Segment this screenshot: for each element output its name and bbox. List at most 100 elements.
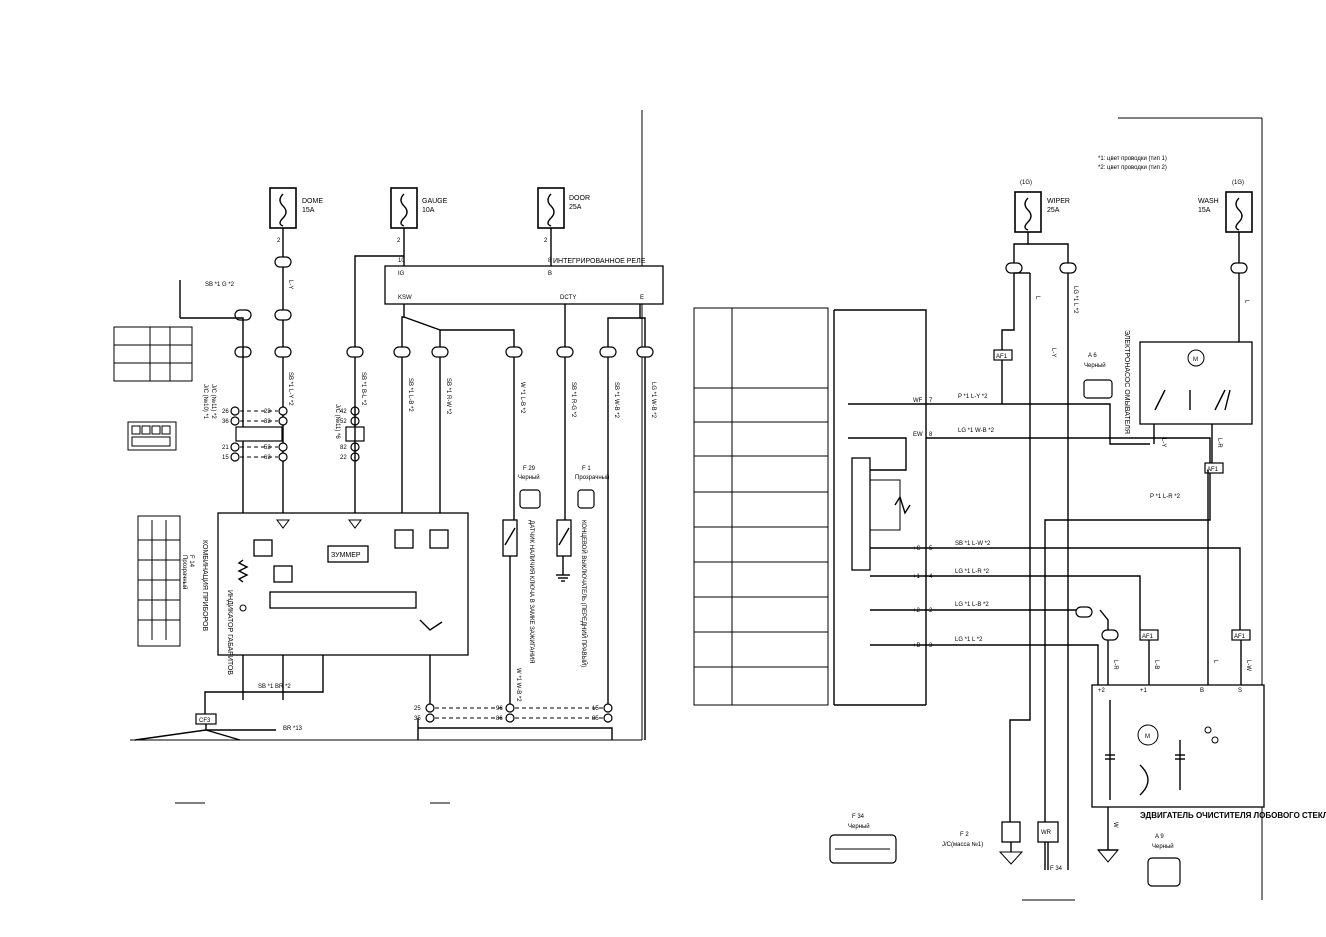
fuse-dome-pin: 2 (277, 238, 281, 244)
pin-53: 53 (264, 445, 271, 451)
wire-l-wash: L (1243, 300, 1249, 304)
fuse-gauge-pin: 2 (397, 238, 401, 244)
fuse-wiper-code: (1G) (1020, 180, 1032, 186)
fuse-wiper-name: WIPER (1047, 198, 1070, 205)
washer-color: Черный (1084, 362, 1106, 369)
washer-motor-title: ЭЛЕКТРОНАСОС ОМЫВАТЕЛЯ (1123, 330, 1130, 434)
wire-sb-br: SB *1 BR *2 (258, 684, 291, 690)
relay-title: ИНТЕГРИРОВАННОЕ РЕЛЕ (553, 258, 646, 265)
f34-code: F 34 (852, 814, 865, 820)
f34b-label: F 34 (1050, 866, 1063, 872)
relay-pin-10: 10 (398, 258, 405, 264)
pin-52: 52 (340, 419, 347, 425)
fuse-wash: (1G) WASH 15A (1198, 180, 1253, 233)
relay-side-ew: EW (913, 432, 923, 438)
relay-side-b: +B (913, 643, 921, 649)
fuse-wash-rating: 15A (1198, 207, 1211, 214)
pin-63: 63 (264, 455, 271, 461)
wire-lw-wm: L-W (1245, 660, 1251, 671)
fuse-gauge-rating: 10A (422, 207, 435, 214)
pin-86: 86 (496, 716, 503, 722)
wiper-relay (833, 309, 927, 706)
combo-code-label: F 14 (188, 555, 194, 568)
pin-21: 21 (222, 445, 229, 451)
af1-c: AF1 (1142, 634, 1154, 640)
relay-side-8: 8 (929, 432, 933, 438)
wire-sb-wb: SB *1 W-B *2 (613, 382, 619, 419)
pin-15b: 15 (592, 706, 599, 712)
wire-sb-rg: SB *1 R-G *2 (570, 382, 576, 418)
wire-sb-g: SB *1 G *2 (205, 282, 235, 288)
wiper-code: A 9 (1155, 834, 1164, 840)
combo-color-label: Прозрачный (181, 555, 188, 589)
relay-pin-dcty: DCTY (560, 295, 576, 301)
wiper-pin-p1: +1 (1140, 688, 1148, 694)
wire-lg-lr: LG *1 L-R *2 (955, 569, 990, 575)
relay-pin-b: B (548, 271, 552, 277)
fuse-wiper-rating: 25A (1047, 207, 1060, 214)
wire-lr-wm: L-R (1112, 660, 1118, 670)
wire-w-ground: W (1112, 822, 1118, 828)
combo-title: КОМБИНАЦИЯ ПРИБОРОВ (201, 540, 208, 631)
connector-f14-sketch (137, 515, 181, 647)
jc-mid-label: J/C (№11) *6 (334, 404, 341, 439)
fuse-gauge-name: GAUGE (422, 198, 448, 205)
key-sensor-title: ДАТЧИК НАЛИЧИЯ КЛЮЧА В ЗАМКЕ ЗАЖИГАНИЯ (528, 520, 534, 664)
jc-connectors-mid: 42 52 82 22 (340, 406, 365, 462)
door-switch-title: КОНЦЕВОЙ ВЫКЛЮЧАТЕЛЬ (ПЕРЕДНИЙ ПРАВЫЙ) (580, 520, 588, 667)
relay-side-s: +S (913, 546, 921, 552)
wire-sb-ly: SB *1 L-Y *2 (287, 372, 293, 406)
pin-22: 22 (340, 455, 347, 461)
relay-pin-8: 8 (548, 258, 552, 264)
relay-side-5: 5 (929, 546, 933, 552)
wiper-motor: M ЭДВИГАТЕЛЬ ОЧИСТИТЕЛЯ ЛОБОВОГО СТЕКЛА … (1091, 684, 1326, 887)
wire-sb-bl: SB *1 B-L *2 (360, 372, 366, 406)
fuse-dome-rating: 15A (302, 207, 315, 214)
pin-25: 25 (414, 706, 421, 712)
key-sensor-code: F 29 (523, 466, 536, 472)
wire-p-ly: P *1 L-Y *2 (958, 394, 988, 400)
wire-ly-wiper: L-Y (1050, 348, 1056, 357)
wire-sb-lb: SB *1 L-B *2 (407, 378, 413, 412)
key-sensor: F 29 Черный ДАТЧИК НАЛИЧИЯ КЛЮЧА В ЗАМКЕ… (502, 466, 541, 712)
wire-lb-wm: L-B (1153, 660, 1159, 669)
relay-pin-e: E (640, 295, 644, 301)
door-switch: F 1 Прозрачный КОНЦЕВОЙ ВЫКЛЮЧАТЕЛЬ (ПЕР… (556, 466, 609, 667)
bottom-connectors-left: 25 35 96 86 15 85 (414, 703, 613, 723)
relay-side-3: 3 (929, 643, 933, 649)
combination-meter: ЗУММЕР КОМБИНАЦИЯ ПРИБОРОВ ИНДИКАТОР ГАБ… (201, 512, 469, 675)
cf3-label: CF3 (199, 718, 211, 724)
wire-w-wb: W *1 W-B *2 (515, 668, 521, 702)
key-sensor-color: Черный (518, 474, 540, 481)
left-small-table (113, 326, 193, 382)
wiper-motor-title: ЭДВИГАТЕЛЬ ОЧИСТИТЕЛЯ ЛОБОВОГО СТЕКЛА (1140, 811, 1326, 820)
note-type1: *1: цвет проводки (тип 1) (1098, 156, 1167, 162)
note-type2: *2: цвет проводки (тип 2) (1098, 165, 1167, 171)
fuse-wash-code: (1G) (1232, 180, 1244, 186)
wiper-pin-s: S (1238, 688, 1242, 694)
wire-lg-lb: LG *1 L-B *2 (955, 602, 989, 608)
jc-left2-label: J/C (№10) *1 (202, 384, 209, 420)
relay-pin-ig: IG (398, 271, 405, 277)
af1-connectors: AF1 AF1 AF1 AF1 (993, 349, 1251, 641)
pin-33: 33 (264, 419, 271, 425)
motor-m-icon: M (1193, 357, 1198, 363)
wire-l-wm: L (1212, 660, 1218, 664)
f2-label: F 2 (960, 832, 969, 838)
wire-w-lb: W *1 L-B *2 (519, 382, 525, 414)
buzzer-label: ЗУММЕР (331, 552, 361, 559)
wire-lg-wb: LG *1 W-B *2 (650, 382, 656, 419)
wiper-pin-b: B (1200, 688, 1204, 694)
f34-color: Черный (848, 823, 870, 830)
wire-ly-washer: L-Y (1160, 438, 1166, 447)
wire-p-lr: P *1 L-R *2 (1150, 494, 1181, 500)
fuse-door-pin: 2 (544, 238, 548, 244)
pin-96: 96 (496, 706, 503, 712)
pin-36: 36 (222, 419, 229, 425)
relay-side-2n: 2 (929, 608, 933, 614)
wire-sb-lw: SB *1 L-W *2 (955, 541, 991, 547)
fuse-door-rating: 25A (569, 204, 582, 211)
af1-b: AF1 (1207, 467, 1219, 473)
jc-connectors-left: 26 36 21 15 23 33 53 63 (222, 406, 288, 462)
